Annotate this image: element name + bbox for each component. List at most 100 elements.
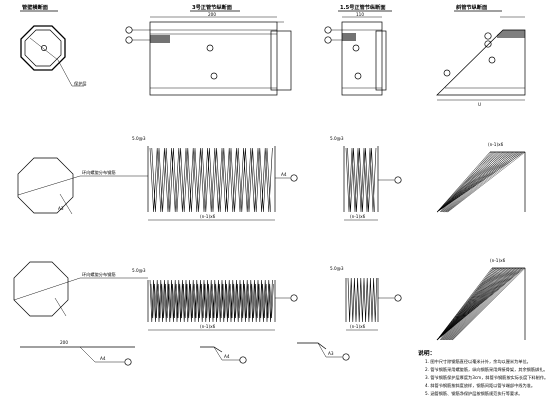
callout-3 <box>206 44 214 52</box>
r2-callout-label: A4 <box>281 172 287 177</box>
bar-shape-2: A4 <box>200 346 247 364</box>
bar-3-label: A3 <box>328 351 334 356</box>
spiral-label-2: 环向螺旋分布钢筋 <box>82 271 116 278</box>
fan-line <box>444 267 505 341</box>
pipe15-hatch <box>342 33 356 41</box>
r2b-left-label: 5.0@3 <box>330 136 344 141</box>
section-diagonal <box>29 37 59 61</box>
callout-10 <box>484 40 492 48</box>
fan-line <box>436 267 525 341</box>
spiral-pipe3-row2: 5.0@3 (n-1)x6 A4 <box>132 136 298 221</box>
bar-1-label: A4 <box>100 356 106 361</box>
bar-3-leader <box>317 342 327 358</box>
note-5: 5. 涵管钢筋、钢筋净保护层按钢筋规范执行等要求。 <box>425 390 522 397</box>
dim-top-value: 200 <box>208 12 216 17</box>
spiral-stroke <box>149 147 273 213</box>
fan-line <box>436 151 498 213</box>
octagon-detail-3: 环向螺旋分布钢筋 <box>13 261 148 317</box>
pipe15-body <box>341 21 383 96</box>
title-pipe3-longitudinal: 3号正管节纵断面 <box>192 3 232 11</box>
r3-dim-value: (n-1)x6 <box>200 324 216 329</box>
octagon-2-diameter <box>17 175 81 196</box>
r2b-callout <box>394 176 402 184</box>
pipe3-end-collar <box>270 30 292 91</box>
bar-1-length: 200 <box>60 340 68 345</box>
fan-line <box>436 151 496 213</box>
fan-line <box>446 151 521 213</box>
octagon-3-tick <box>54 297 67 317</box>
protective-layer-label: 保护层 <box>74 80 87 87</box>
r3b-dim-value: (n-1)x6 <box>350 324 366 329</box>
fan-line <box>447 151 523 213</box>
fan-line <box>436 151 506 213</box>
fan-line <box>447 151 526 213</box>
octagon-2 <box>17 157 74 214</box>
r2-callout <box>290 174 298 182</box>
bar-2-leader <box>213 346 223 361</box>
pipe-wall-cross-section: 保护层 <box>20 25 87 87</box>
fan-line <box>450 267 521 341</box>
r3-callout <box>290 294 298 302</box>
r3c-dim-value: (n-1)x6 <box>490 258 506 263</box>
fan-line <box>452 267 526 341</box>
fan-line <box>436 151 514 213</box>
bar-2-label: A4 <box>224 354 230 359</box>
spiral-zigzag-pipe15 <box>345 147 377 213</box>
r3-left-label: 5.0@3 <box>132 268 146 273</box>
pipe3-body <box>149 21 278 96</box>
spiral-skew-row2: (n-1)x6 <box>436 142 526 213</box>
r3b-callout <box>394 294 402 302</box>
r2b-dim-value: (n-1)x6 <box>350 214 366 219</box>
note-2: 2. 管节钢筋采用螺旋筋，纵向钢筋采用焊接骨架，其余钢筋绑扎。 <box>425 366 548 373</box>
r2-dim-value: (n-1)x6 <box>200 214 216 219</box>
octagon-3-diameter <box>13 277 81 301</box>
spiral-label-1: 环向螺旋分布钢筋 <box>82 169 116 176</box>
octagon-3 <box>13 261 69 317</box>
note-3: 3. 管节钢筋保护层厚度为3cm，斜管节钢筋按实际长度下料制作。 <box>425 374 548 381</box>
spiral-pipe15-row3: 5.0@3 (n-1)x6 <box>330 266 402 331</box>
spiral-pipe15-row2: 5.0@3 (n-1)x6 <box>330 136 402 221</box>
notes-block: 说明： 1. 图中尺寸除钢筋直径以毫米计外，余均以厘米为单位。 2. 管节钢筋采… <box>418 349 548 397</box>
pipe3-longitudinal-view: 200 <box>125 12 292 96</box>
callout-9 <box>484 32 492 40</box>
fan-line <box>436 151 491 213</box>
bar-shape-1: 200 A4 <box>20 340 135 366</box>
fan-line <box>436 151 525 213</box>
leader-line <box>57 59 73 87</box>
fan-line <box>436 151 517 213</box>
bar-2-line <box>200 346 223 353</box>
fan-line <box>451 267 523 341</box>
spiral-zigzag-pipe3 <box>149 147 273 213</box>
section-titles: 管壁横断面 3号正管节纵断面 1.5号正管节纵断面 斜管节纵断面 <box>20 3 502 12</box>
spiral-skew-row3: (n-1)x6 <box>436 258 526 341</box>
bar-1-callout <box>124 358 132 366</box>
octagon-2-tick <box>59 193 73 215</box>
spiral-stroke <box>151 147 271 213</box>
pipe15-end-collar <box>375 30 387 91</box>
fan-line <box>449 267 518 341</box>
note-4: 4. 斜管节钢筋按斜度放样，钢筋间距以管节端部中线为准。 <box>425 382 535 389</box>
callout-6 <box>324 36 332 44</box>
fan-line <box>442 151 502 213</box>
title-pipe-cross-section: 管壁横断面 <box>22 3 48 11</box>
octagon-2-small-label: A3 <box>58 206 64 211</box>
fan-line <box>436 151 493 213</box>
spiral-stroke <box>345 147 377 213</box>
fan-line <box>436 151 519 213</box>
octagon-detail-2: 环向螺旋分布钢筋 A3 <box>17 157 148 215</box>
bar-1-leader <box>79 346 96 363</box>
spiral-dense-pipe15 <box>347 277 378 323</box>
dim-top-value-2: 110 <box>356 12 364 17</box>
title-skew-longitudinal: 斜管节纵断面 <box>455 3 487 11</box>
bar-shape-3: A3 <box>297 342 350 361</box>
callout-11 <box>488 56 496 64</box>
spiral-pipe3-row3: 5.0@3 (n-1)x6 <box>132 268 298 331</box>
fan-line <box>448 267 517 341</box>
marker-circle <box>41 45 47 51</box>
bar-3-callout <box>342 353 350 361</box>
fan-line <box>450 267 520 341</box>
fan-line <box>451 267 524 341</box>
inner-octagon <box>24 29 62 67</box>
spiral-stroke <box>347 147 375 213</box>
